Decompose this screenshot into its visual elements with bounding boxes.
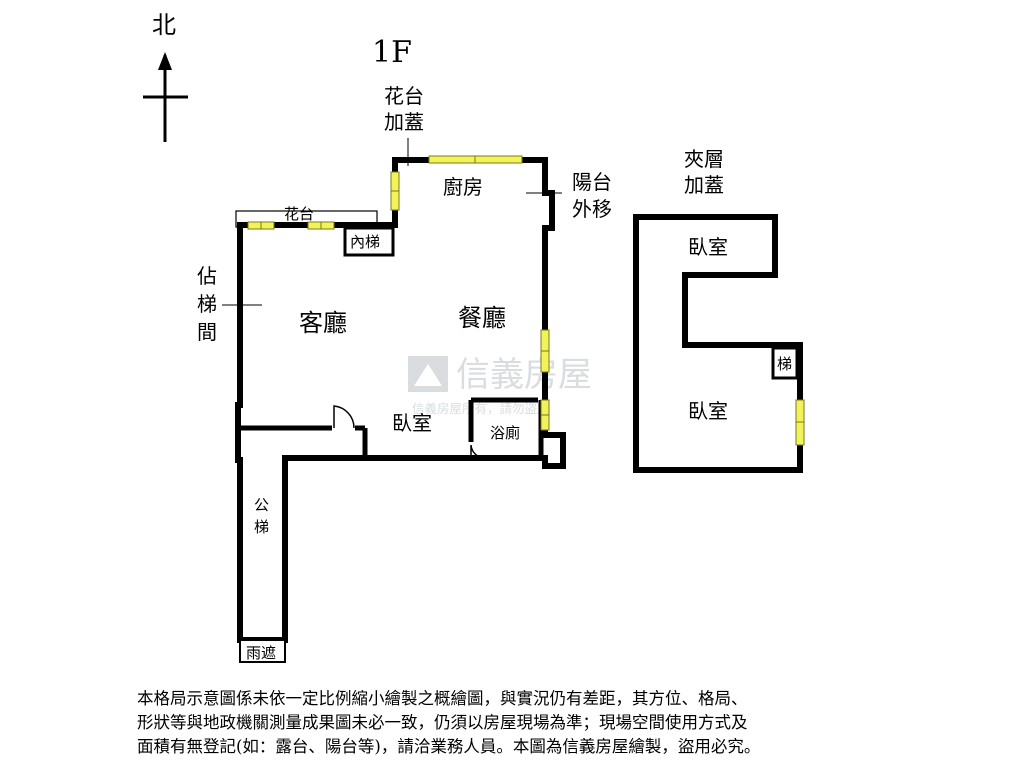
label-public-stair-1: 公 xyxy=(254,496,269,514)
label-mezz-bedroom-1: 臥室 xyxy=(688,235,728,259)
label-dining-room: 餐廳 xyxy=(458,304,506,332)
label-stair-occupied-3: 間 xyxy=(197,320,217,344)
window-mullions xyxy=(260,156,804,423)
canopy-box xyxy=(239,639,286,663)
disclaimer-line: 形狀等與地政機關測量成果圖未必一致，仍須以房屋現場為準；現場空間使用方式及 xyxy=(137,713,748,732)
label-mezz-stair: 梯 xyxy=(777,355,792,373)
main-apartment-walls xyxy=(235,157,566,643)
watermark-brand: 信義房屋 xyxy=(456,355,592,395)
label-stair-occupied-2: 梯 xyxy=(197,292,217,316)
label-mezzanine-1: 夾層 xyxy=(684,147,724,171)
label-kitchen: 廚房 xyxy=(443,175,483,199)
label-inner-stair: 內梯 xyxy=(350,233,380,251)
label-planter-ext-1: 花台 xyxy=(384,84,424,108)
doors xyxy=(333,405,486,459)
compass: 北 xyxy=(143,11,188,142)
north-label: 北 xyxy=(152,11,176,39)
label-planter: 花台 xyxy=(284,205,314,223)
watermark: 信義房屋 信義房屋所有，請勿盜用 xyxy=(408,355,592,416)
label-bathroom: 浴廁 xyxy=(490,424,520,442)
label-balcony-move-1: 陽台 xyxy=(572,170,612,194)
label-bedroom-main: 臥室 xyxy=(392,411,432,435)
label-canopy: 雨遮 xyxy=(246,644,276,662)
label-mezz-bedroom-2: 臥室 xyxy=(688,399,728,423)
label-balcony-move-2: 外移 xyxy=(572,197,612,221)
floor-label: 1F xyxy=(372,35,412,70)
label-planter-ext-2: 加蓋 xyxy=(384,110,424,134)
mezz-stair-box xyxy=(771,346,799,380)
leader-lines xyxy=(222,138,562,306)
label-public-stair-2: 梯 xyxy=(254,518,269,536)
mezzanine-walls xyxy=(633,214,803,473)
label-stair-occupied-1: 佔 xyxy=(197,264,217,288)
label-living-room: 客廳 xyxy=(299,309,347,337)
disclaimer: 本格局示意圖係未依一定比例縮小繪製之概繪圖，與實況仍有差距，其方位、格局、 形狀… xyxy=(137,687,937,759)
label-mezzanine-2: 加蓋 xyxy=(684,173,724,197)
watermark-notice: 信義房屋所有，請勿盜用 xyxy=(412,401,550,416)
disclaimer-line: 本格局示意圖係未依一定比例縮小繪製之概繪圖，與實況仍有差距，其方位、格局、 xyxy=(137,689,748,708)
disclaimer-line: 面積有無登記(如：露台、陽台等)，請洽業務人員。本圖為信義房屋繪製，盜用必究。 xyxy=(137,737,761,756)
